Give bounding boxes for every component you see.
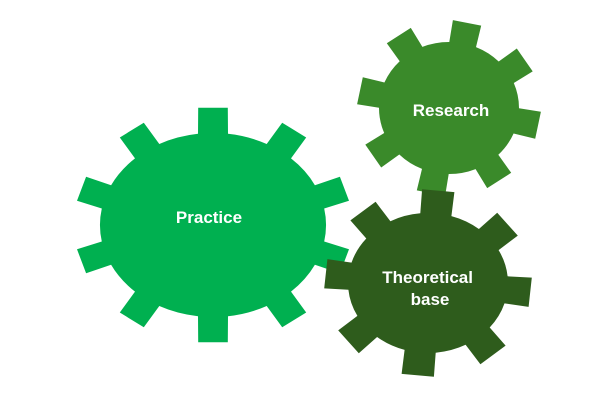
gear-theoretical-base-label-line-2: base — [411, 290, 450, 309]
gear-theoretical-base-label-line-1: Theoretical — [382, 268, 473, 287]
gear-practice-label-line: Practice — [176, 208, 242, 227]
gear-theoretical-base: Theoretical base — [324, 189, 532, 377]
gear-practice-label: Practice — [176, 208, 242, 227]
gear-research-shape — [357, 20, 541, 196]
gear-practice-shape — [77, 107, 349, 343]
gear-research-label-line: Research — [413, 101, 490, 120]
gear-theoretical-base-label: Theoretical base — [382, 268, 477, 309]
gear-practice: Practice — [77, 107, 349, 343]
gear-research-label: Research — [413, 101, 490, 120]
gear-research: Research — [357, 20, 541, 196]
gear-theoretical-base-shape — [324, 189, 532, 377]
